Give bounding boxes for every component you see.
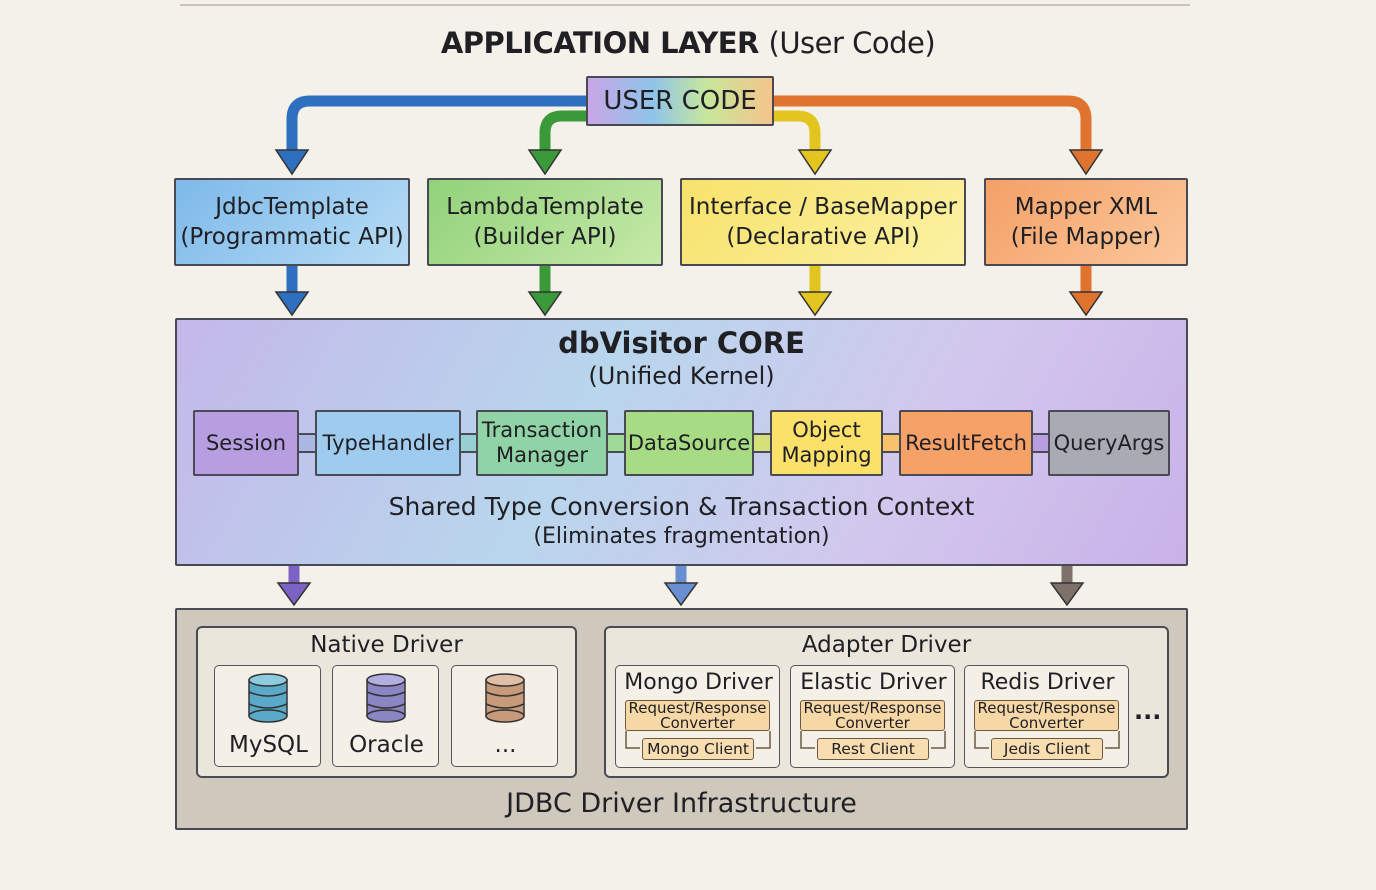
arrow-head-core-mid [663,582,699,607]
db-card-other: ... [451,665,558,767]
client-box: Jedis Client [991,738,1103,760]
core-title: dbVisitor CORE [558,326,805,360]
converter-label: Request/Response [803,698,942,717]
api-desc: (File Mapper) [1010,224,1162,250]
core-subtitle: (Unified Kernel) [588,362,775,390]
core-footer: Shared Type Conversion & Transaction Con… [388,492,975,521]
user-code-box: USER CODE [586,76,774,126]
module-label: QueryArgs [1053,430,1165,455]
api-desc: (Declarative API) [726,224,920,250]
api-name: LambdaTemplate [446,194,644,220]
driver-name: Elastic Driver [800,670,947,695]
user-code-label: USER CODE [603,86,757,116]
api-name: Interface / BaseMapper [688,194,958,220]
module-link [608,433,625,453]
client-label: Rest Client [831,740,915,758]
module-link [754,433,771,453]
arrow-head-mapper-core [1068,291,1104,317]
arrow-user-to-mapper [770,95,1092,152]
app-layer-title: APPLICATION LAYER [440,26,760,60]
module-object-mapping: Object Mapping [770,410,883,476]
arrow-head-lambda-core [527,291,563,317]
arrow-head-iface-core [797,291,833,317]
module-resultfetch: ResultFetch [899,410,1033,476]
db-card-oracle: Oracle [332,665,439,767]
module-queryargs: QueryArgs [1048,410,1170,476]
api-desc: (Builder API) [473,224,617,250]
driver-name: Mongo Driver [624,670,773,695]
arrow-head-lambda [527,149,563,176]
core-footer-sub: (Eliminates fragmentation) [533,524,830,549]
converter-label: Request/Response [628,698,767,717]
module-label: Session [205,430,287,455]
page-title: APPLICATION LAYER (User Code) [0,26,1376,60]
arrow-head-mapper [1068,149,1104,176]
module-link [299,433,316,453]
module-session: Session [193,410,299,476]
converter-label-line2: Converter [1009,713,1084,732]
more-drivers-ellipsis: ... [1134,697,1162,725]
api-name: JdbcTemplate [215,194,369,220]
converter-label-line2: Converter [835,713,910,732]
db-label: Oracle [349,732,424,758]
arrow-head-core-adapter [1049,582,1085,607]
module-label: TypeHandler [322,430,454,455]
arrow-head-core-native [276,582,312,607]
driver-card-mongo: Mongo Driver Request/Response Converter … [615,665,780,768]
module-label: ResultFetch [905,430,1027,455]
adapter-driver-title: Adapter Driver [801,632,972,658]
database-icon [366,673,406,723]
client-box: Rest Client [817,738,929,760]
module-label: Object [792,418,861,442]
module-label: Transaction [481,418,603,442]
arrow-head-jdbc [274,149,310,176]
api-desc: (Programmatic API) [180,224,404,250]
top-divider [180,0,1190,6]
module-label-line2: Manager [495,443,589,467]
arrow-head-iface [797,149,833,176]
module-link [461,433,477,453]
driver-name: Redis Driver [980,670,1115,695]
database-icon [248,673,288,723]
module-transaction-manager: Transaction Manager [476,410,608,476]
infrastructure-title: JDBC Driver Infrastructure [506,788,857,819]
module-label: DataSource [627,430,751,455]
driver-card-elastic: Elastic Driver Request/Response Converte… [790,665,955,768]
arrow-user-to-jdbc [286,95,590,152]
interface-basemapper-box: Interface / BaseMapper (Declarative API) [680,178,966,266]
api-name: Mapper XML [1014,194,1158,220]
db-label: MySQL [229,732,308,758]
converter-box: Request/Response Converter [974,700,1119,731]
app-layer-subtitle: (User Code) [768,26,936,60]
client-label: Jedis Client [1003,740,1091,758]
converter-box: Request/Response Converter [625,700,770,731]
db-label: ... [494,732,517,758]
arrow-head-jdbc-core [274,291,310,317]
module-datasource: DataSource [624,410,754,476]
module-label-line2: Mapping [781,443,872,467]
converter-label-line2: Converter [660,713,735,732]
client-box: Mongo Client [642,738,754,760]
converter-box: Request/Response Converter [800,700,945,731]
module-link [883,433,900,453]
db-card-mysql: MySQL [214,665,321,767]
lambda-template-box: LambdaTemplate (Builder API) [427,178,663,266]
converter-label: Request/Response [977,698,1116,717]
native-driver-title: Native Driver [310,632,463,658]
arrow-user-to-lambda [539,110,600,152]
arrow-user-to-iface [760,110,821,152]
driver-card-redis: Redis Driver Request/Response Converter … [964,665,1129,768]
jdbc-template-box: JdbcTemplate (Programmatic API) [174,178,410,266]
mapper-xml-box: Mapper XML (File Mapper) [984,178,1188,266]
database-icon [485,673,525,723]
client-label: Mongo Client [647,740,749,758]
module-typehandler: TypeHandler [315,410,461,476]
module-link [1033,433,1049,453]
